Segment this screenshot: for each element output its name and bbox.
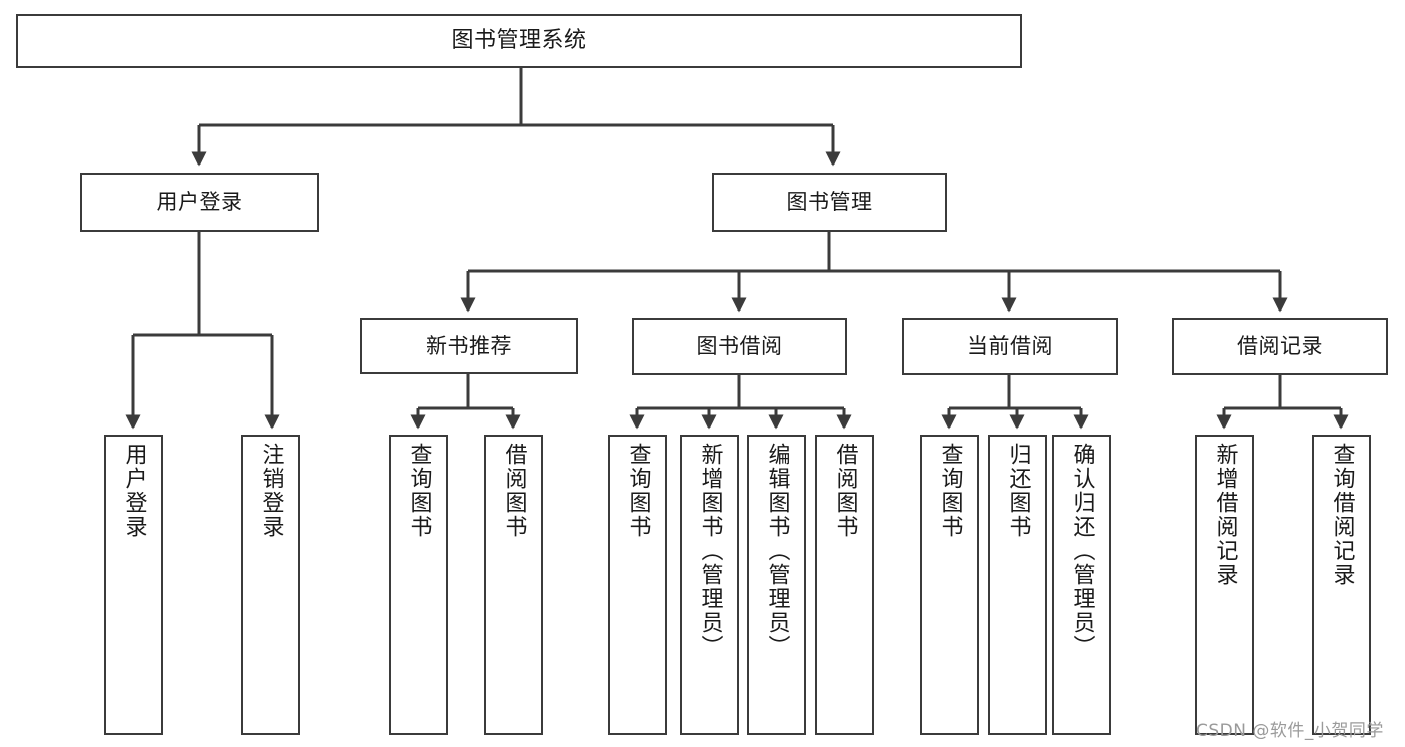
node-label: 借阅记录 [1237,334,1323,359]
node-label: 确认归还（管理员） [1069,443,1095,659]
node-label: 查询图书 [406,443,432,539]
node-label: 借阅图书 [501,443,527,539]
node-label: 图书管理系统 [451,28,587,54]
node-label: 借阅图书 [832,443,858,539]
leaf-return-books[interactable]: 归还图书 [988,435,1047,735]
node-label: 当前借阅 [967,334,1053,359]
node-book-management[interactable]: 图书管理 [712,173,947,232]
leaf-add-borrow-record[interactable]: 新增借阅记录 [1195,435,1254,735]
node-book-borrowing[interactable]: 图书借阅 [632,318,847,375]
leaf-user-login[interactable]: 用户登录 [104,435,163,735]
node-current-borrowing[interactable]: 当前借阅 [902,318,1118,375]
node-label: 查询借阅记录 [1329,443,1355,587]
node-label: 新增图书（管理员） [697,443,723,659]
csdn-watermark: CSDN @软件_小贺同学 [1196,721,1384,741]
node-label: 新增借阅记录 [1212,443,1238,587]
leaf-borrow-books[interactable]: 借阅图书 [815,435,874,735]
leaf-borrow-books-newbook[interactable]: 借阅图书 [484,435,543,735]
node-label: 查询图书 [937,443,963,539]
node-label: 编辑图书（管理员） [764,443,790,659]
leaf-search-books-borrow[interactable]: 查询图书 [608,435,667,735]
leaf-edit-book-admin[interactable]: 编辑图书（管理员） [747,435,806,735]
node-label: 归还图书 [1005,443,1031,539]
leaf-logout[interactable]: 注销登录 [241,435,300,735]
node-root-book-management-system[interactable]: 图书管理系统 [16,14,1022,68]
node-new-book-recommendation[interactable]: 新书推荐 [360,318,578,374]
node-label: 图书管理 [786,190,873,215]
node-label: 新书推荐 [426,333,512,358]
leaf-search-books-current[interactable]: 查询图书 [920,435,979,735]
node-label: 查询图书 [625,443,651,539]
node-borrow-records[interactable]: 借阅记录 [1172,318,1388,375]
node-user-login[interactable]: 用户登录 [80,173,319,232]
node-label: 图书借阅 [696,334,783,359]
node-label: 用户登录 [156,190,243,215]
leaf-confirm-return-admin[interactable]: 确认归还（管理员） [1052,435,1111,735]
node-label: 注销登录 [258,443,284,539]
leaf-search-borrow-record[interactable]: 查询借阅记录 [1312,435,1371,735]
leaf-search-books-newbook[interactable]: 查询图书 [389,435,448,735]
node-label: 用户登录 [121,443,147,539]
leaf-add-book-admin[interactable]: 新增图书（管理员） [680,435,739,735]
